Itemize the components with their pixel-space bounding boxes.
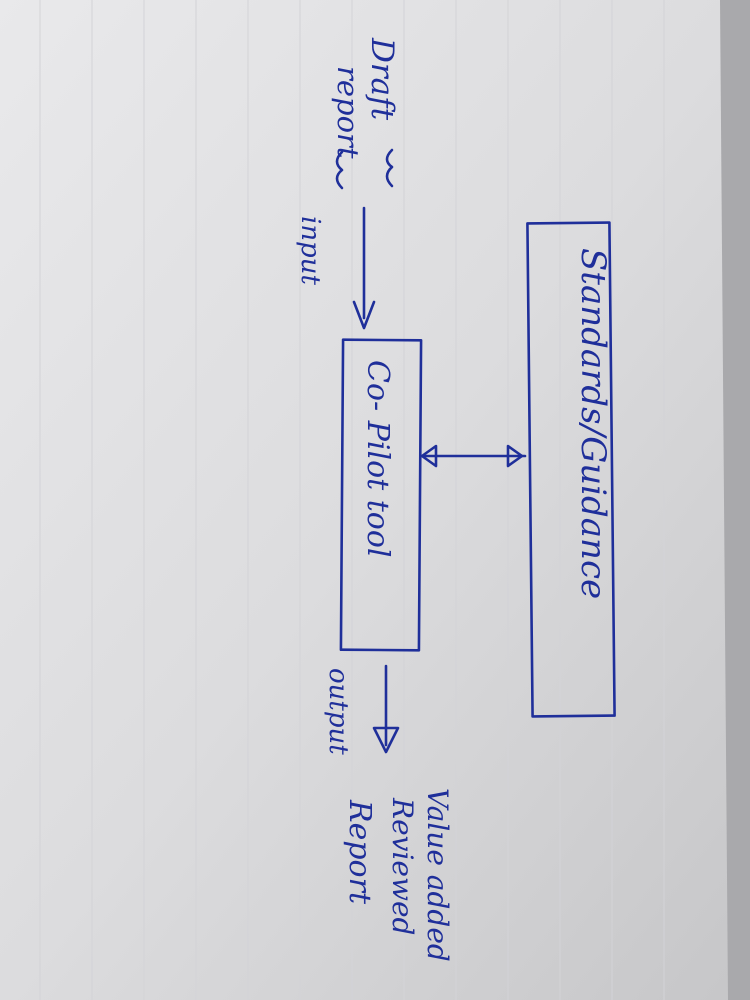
result-line-3: Report — [342, 799, 377, 905]
connector-arrowhead-left — [420, 444, 438, 468]
copilot-box — [339, 338, 423, 652]
copilot-label: Co- Pilot tool — [360, 360, 395, 558]
brace-draft — [385, 148, 394, 188]
draft-label: Draft — [364, 37, 400, 121]
result-line-1: Value added — [421, 788, 454, 962]
output-arrowhead — [372, 726, 400, 754]
result-line-2: Reviewed — [386, 797, 419, 935]
input-arrowhead — [352, 300, 376, 330]
ruled-lines — [39, 0, 665, 1000]
standards-box — [526, 221, 616, 718]
standards-label: Standards/Guidance — [573, 248, 613, 599]
input-label: input — [295, 216, 325, 285]
brace-report — [335, 150, 344, 190]
output-label: output — [323, 668, 353, 755]
report-label: report — [331, 66, 365, 159]
connector-arrowhead-right — [506, 444, 524, 468]
